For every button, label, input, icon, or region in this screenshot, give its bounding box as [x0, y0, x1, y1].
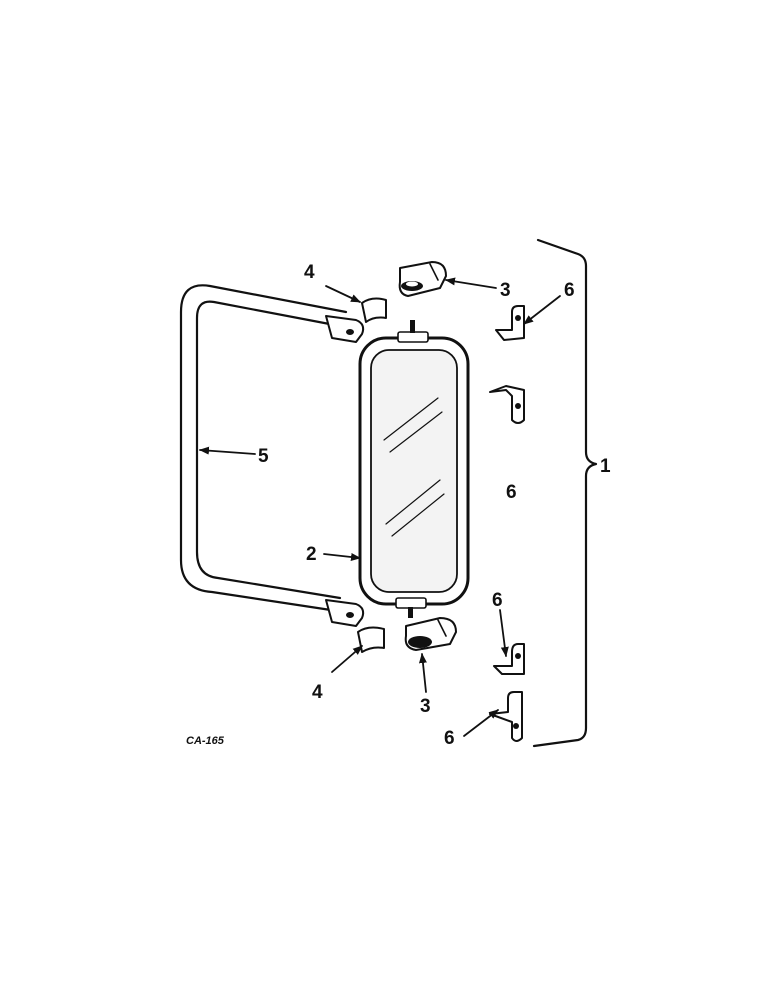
- callout-6-upper: 6: [564, 280, 575, 301]
- callout-4-upper: 4: [304, 262, 315, 283]
- callout-5: 5: [258, 446, 269, 467]
- callout-1: 1: [600, 456, 611, 477]
- mirror-head: [358, 320, 470, 618]
- callout-4-lower: 4: [312, 682, 323, 703]
- mirror-arm: [179, 284, 365, 627]
- bracket-middle: [489, 385, 525, 424]
- cushion-upper: [361, 297, 387, 323]
- callout-6-middle: 6: [506, 482, 517, 503]
- callout-6-lower-b: 6: [444, 728, 455, 749]
- bracket-lower-b: [489, 691, 523, 742]
- bracket-upper: [495, 305, 525, 341]
- callout-6-lower-a: 6: [492, 590, 503, 611]
- figure-code: CA-165: [186, 735, 225, 747]
- bracket-lower-a: [493, 643, 525, 675]
- leader-4-lower: [331, 645, 363, 673]
- leader-6-lower-b: [463, 709, 499, 737]
- leader-3-upper: [445, 277, 497, 289]
- clamp-lower: [404, 617, 457, 651]
- callout-3-upper: 3: [500, 280, 511, 301]
- callout-3-lower: 3: [420, 696, 431, 717]
- leader-lines: [199, 277, 561, 737]
- leader-6-lower-a: [499, 609, 509, 657]
- leader-4-upper: [325, 285, 361, 303]
- callout-2: 2: [306, 544, 317, 565]
- leader-5: [199, 446, 256, 455]
- clamp-upper: [398, 261, 447, 297]
- leader-6-upper: [523, 295, 561, 325]
- assembly-brace: [532, 238, 598, 748]
- leader-2: [323, 553, 361, 561]
- cushion-lower: [357, 626, 385, 653]
- leader-3-lower: [418, 653, 427, 693]
